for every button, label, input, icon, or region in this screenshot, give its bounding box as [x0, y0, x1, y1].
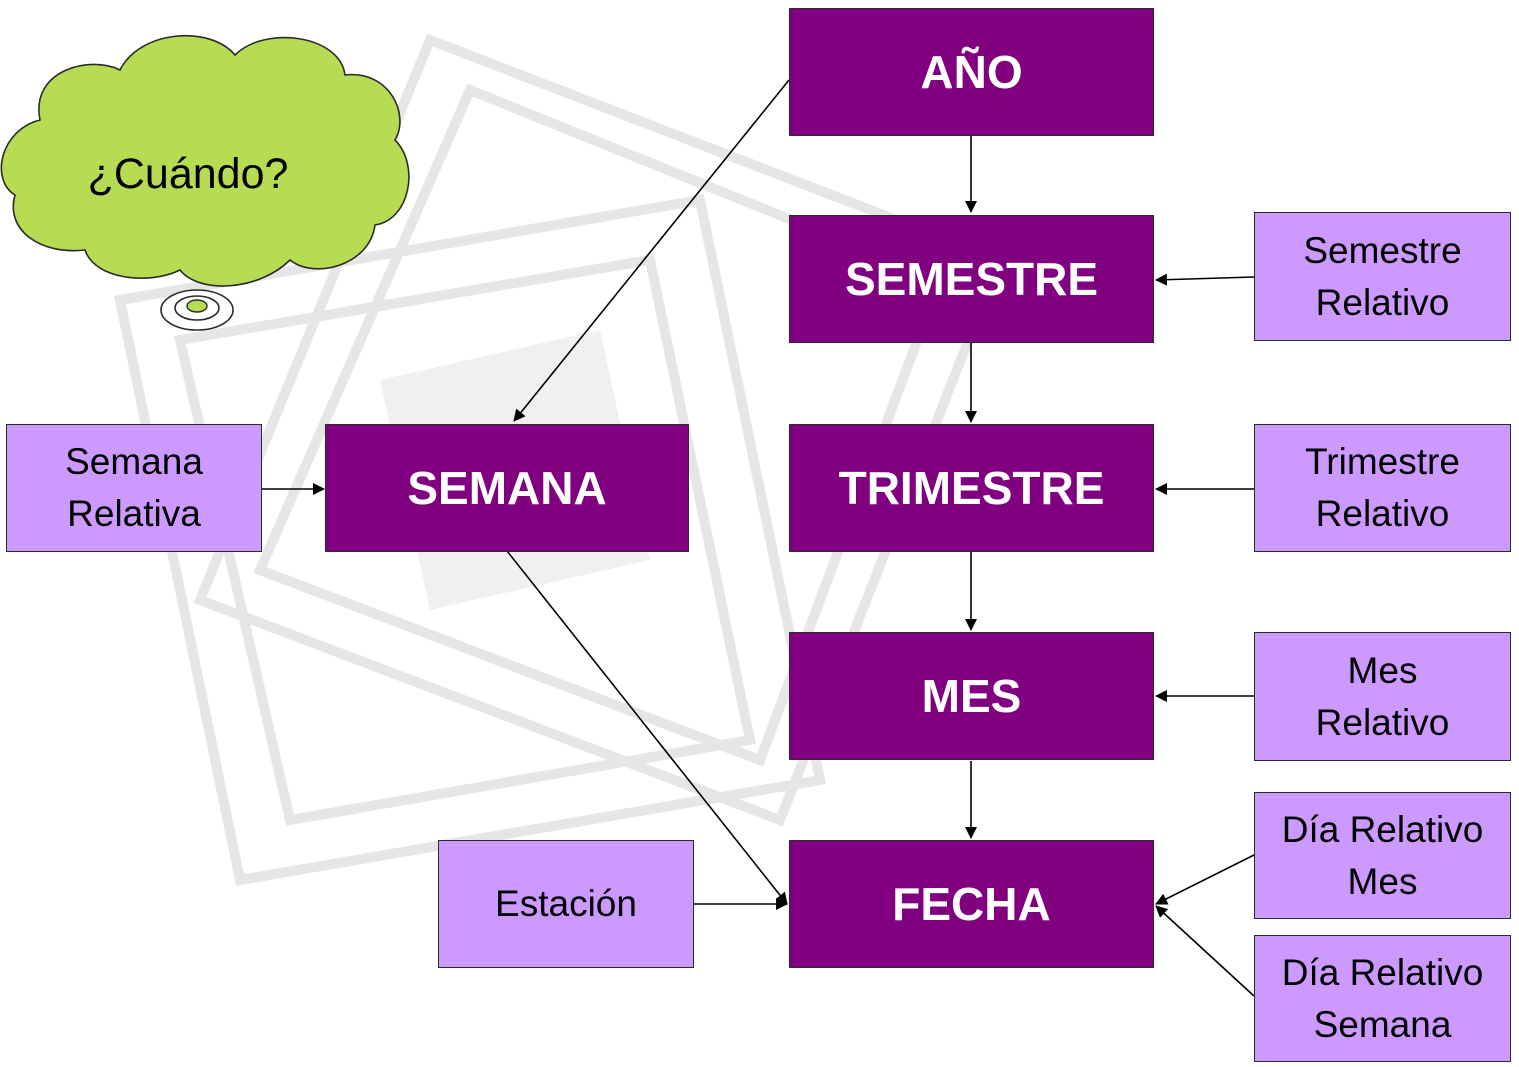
level-fecha: FECHA: [789, 840, 1154, 968]
level-anio: AÑO: [789, 8, 1154, 136]
box-mes-relativo: Mes Relativo: [1254, 632, 1511, 761]
label-line-1: Día Relativo: [1281, 951, 1484, 993]
box-estacion: Estación: [438, 840, 694, 968]
cloud-question: ¿Cuándo?: [87, 150, 289, 198]
label-line-1: Trimestre: [1305, 441, 1460, 482]
box-semestre-relativo: Semestre Relativo: [1254, 212, 1511, 341]
arrow-diasemana-fecha: [1155, 905, 1255, 997]
label-line-2: Semana: [1313, 1003, 1452, 1045]
level-mes: MES: [789, 632, 1154, 760]
label-line-2: Mes: [1347, 860, 1418, 902]
label-line-2: Relativa: [67, 493, 201, 534]
box-trimestre-relativo: Trimestre Relativo: [1254, 424, 1511, 552]
level-semestre: SEMESTRE: [789, 215, 1154, 343]
box-dia-relativo-mes: Día Relativo Mes: [1254, 792, 1511, 919]
arrow-diames-fecha: [1155, 854, 1255, 905]
label-line-2: Relativo: [1315, 701, 1450, 743]
label-line-2: Relativo: [1315, 493, 1450, 534]
label-line-1: Semana: [65, 441, 203, 482]
label-line-1: Día Relativo: [1281, 808, 1484, 850]
arrow-semana-fecha: [506, 550, 788, 905]
level-trimestre: TRIMESTRE: [789, 424, 1154, 552]
label-line-2: Relativo: [1315, 281, 1450, 323]
level-semana: SEMANA: [325, 424, 689, 552]
arrow-semestrerel-semestre: [1155, 273, 1255, 286]
label-line-1: Semestre: [1303, 229, 1462, 271]
box-dia-relativo-semana: Día Relativo Semana: [1254, 935, 1511, 1062]
box-semana-relativa: Semana Relativa: [6, 424, 262, 552]
label-line-1: Mes: [1347, 649, 1418, 691]
arrow-anio-semana: [513, 79, 790, 422]
